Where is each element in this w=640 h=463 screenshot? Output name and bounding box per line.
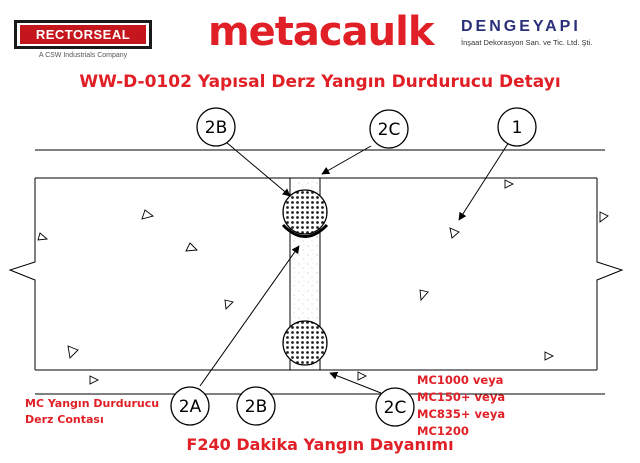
concrete-slab-lines bbox=[35, 149, 605, 395]
rectorseal-logo-name: RECTORSEAL bbox=[20, 25, 146, 44]
gasket-note: MC Yangın Durdurucu Derz Contası bbox=[25, 396, 159, 428]
metacaulk-logo: metacaulk bbox=[208, 9, 434, 55]
sealant-note-line-3: MC835+ veya bbox=[417, 407, 506, 421]
dengeyapi-logo: DENGEYAPI İnşaat Dekorasyon San. ve Tic.… bbox=[461, 18, 627, 47]
diagram-title: WW-D-0102 Yapısal Derz Yangın Durdurucu … bbox=[79, 72, 561, 92]
left-break-line bbox=[8, 178, 36, 370]
callout-2a-bottom: 2A bbox=[170, 386, 210, 426]
callout-2b-bottom-label: 2B bbox=[245, 397, 267, 417]
dengeyapi-logo-subtitle: İnşaat Dekorasyon San. ve Tic. Ltd. Şti. bbox=[461, 38, 593, 47]
sealant-note: MC1000 veya MC150+ veya MC835+ veya MC12… bbox=[417, 372, 505, 440]
sealant-note-line-4: MC1200 bbox=[417, 424, 469, 438]
callout-1-label: 1 bbox=[512, 118, 523, 138]
callout-2c-top: 2C bbox=[369, 109, 409, 149]
gasket-note-line-1: MC Yangın Durdurucu bbox=[25, 397, 160, 410]
backer-rod-top bbox=[281, 189, 329, 238]
sealant-note-line-1: MC1000 veya bbox=[417, 373, 504, 387]
callout-2b-top: 2B bbox=[196, 107, 236, 147]
callout-2c-top-label: 2C bbox=[378, 120, 401, 140]
callout-2c-bottom-label: 2C bbox=[384, 398, 407, 418]
callout-2b-bottom: 2B bbox=[236, 386, 276, 426]
callout-2a-bottom-label: 2A bbox=[179, 397, 202, 417]
rectorseal-logo: RECTORSEAL A CSW Industrials Company bbox=[14, 20, 152, 59]
leader-lines bbox=[199, 141, 510, 394]
aggregate-marks bbox=[37, 179, 609, 385]
fire-rating-footer: F240 Dakika Yangın Dayanımı bbox=[186, 435, 454, 454]
callout-2b-top-label: 2B bbox=[205, 118, 227, 138]
callout-1: 1 bbox=[497, 107, 537, 147]
sealant-note-line-2: MC150+ veya bbox=[417, 390, 506, 404]
gasket-note-line-2: Derz Contası bbox=[25, 413, 104, 426]
rectorseal-logo-tagline: A CSW Industrials Company bbox=[38, 52, 128, 59]
backer-rod-bottom bbox=[282, 320, 328, 366]
dengeyapi-logo-name: DENGEYAPI bbox=[461, 18, 581, 35]
callout-2c-bottom: 2C bbox=[375, 387, 415, 427]
right-break-line bbox=[596, 178, 624, 370]
